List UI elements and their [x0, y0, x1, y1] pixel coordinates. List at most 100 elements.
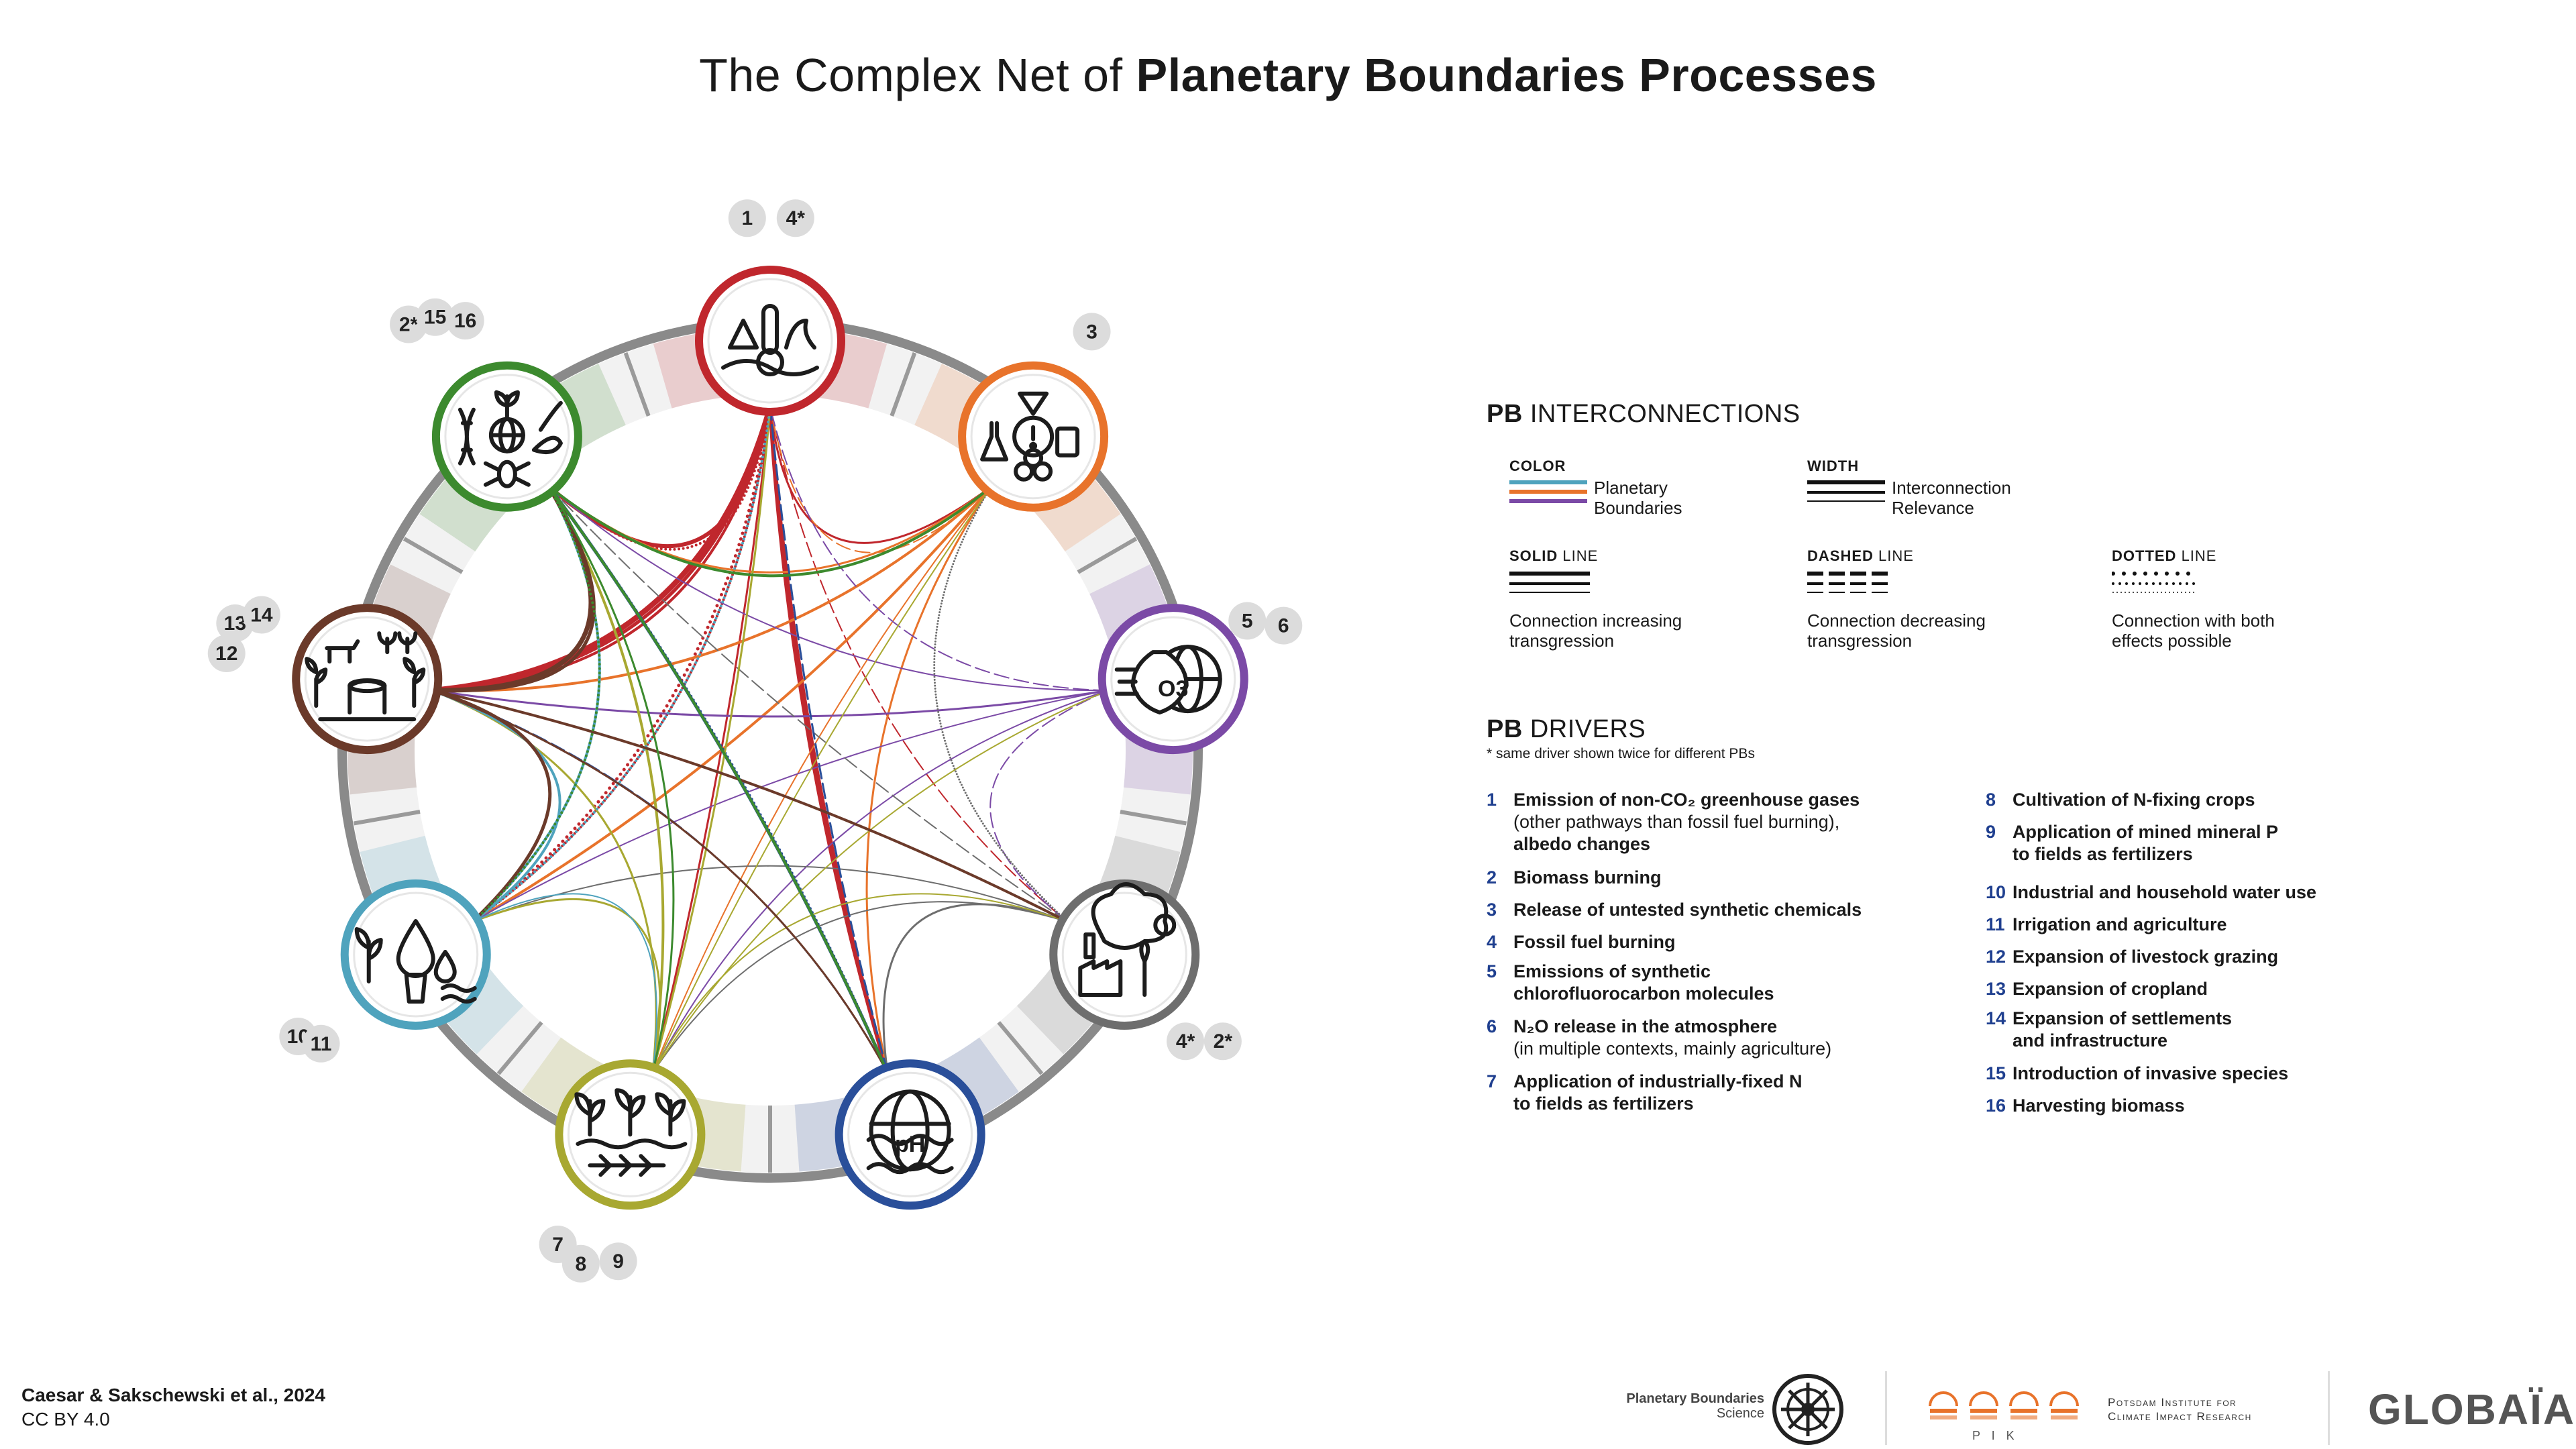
- driver-bubble: 3: [1073, 313, 1111, 351]
- page-title: The Complex Net of Planetary Boundaries …: [699, 49, 1877, 101]
- driver-item-1: 1 Emission of non-CO₂ greenhouse gases(ot…: [1487, 789, 1860, 855]
- driver-number: 6: [1487, 1016, 1497, 1036]
- width-text: Interconnection Relevance: [1892, 478, 2011, 518]
- svg-text:6: 6: [1278, 615, 1289, 637]
- connection-line: [769, 405, 889, 1074]
- driver-bubble: 13: [216, 604, 254, 643]
- dotted-caption: DOTTED LINE: [2112, 547, 2217, 564]
- biogeochemical-flows-icon: [574, 1088, 688, 1177]
- connection-line: [769, 405, 992, 544]
- connection-line: [431, 689, 1110, 718]
- connection-line: [430, 689, 1069, 923]
- connection-line: [769, 406, 1069, 922]
- connection-line: [430, 485, 596, 693]
- connection-line: [548, 486, 675, 1074]
- color-swatch: [1509, 480, 1587, 503]
- connection-line: [547, 485, 890, 1075]
- connection-line: [431, 689, 889, 1074]
- node-text: pH: [895, 1132, 925, 1157]
- driver-text: Expansion of livestock grazing: [2012, 947, 2279, 967]
- pik-logo-text: Potsdam Institute for Climate Impact Res…: [2108, 1396, 2252, 1423]
- driver-number: 13: [1986, 979, 2006, 999]
- driver-item-4: 4 Fossil fuel burning: [1487, 931, 1676, 953]
- connection-line: [651, 405, 771, 1074]
- logo-divider-2: [2328, 1371, 2330, 1445]
- connection-line: [430, 688, 552, 924]
- driver-text: Biomass burning: [1513, 867, 1662, 888]
- driver-bubble: 4*: [1167, 1022, 1205, 1061]
- driver-bubble: 2*: [1203, 1022, 1242, 1061]
- driver-number: 4: [1487, 932, 1497, 952]
- solid-text: Connection increasing transgression: [1509, 610, 1682, 651]
- driver-text: Release of untested synthetic chemicals: [1513, 900, 1862, 920]
- pb-node-ozone: 5 6O3: [1097, 602, 1303, 755]
- svg-text:11: 11: [311, 1033, 332, 1055]
- svg-text:2*: 2*: [1214, 1030, 1233, 1053]
- connection-line: [430, 405, 772, 692]
- driver-text: Introduction of invasive species: [2012, 1063, 2289, 1083]
- connection-line: [547, 405, 771, 551]
- color-caption: COLOR: [1509, 458, 1566, 474]
- svg-text:3: 3: [1086, 321, 1097, 343]
- connection-line: [472, 893, 657, 1074]
- driver-bubble: 12: [207, 635, 246, 673]
- width-swatch: [1807, 480, 1885, 502]
- connections: [429, 404, 1110, 1075]
- connection-line: [548, 486, 1110, 692]
- connection-line: [471, 485, 601, 923]
- svg-text:16: 16: [454, 310, 476, 332]
- driver-number: 7: [1487, 1071, 1497, 1091]
- svg-text:9: 9: [612, 1250, 624, 1273]
- driver-number: 2: [1487, 867, 1497, 888]
- solid-swatch: [1509, 572, 1590, 593]
- driver-number: 15: [1986, 1063, 2006, 1083]
- driver-text: Industrial and household water use: [2012, 882, 2317, 902]
- driver-number: 1: [1487, 790, 1497, 810]
- driver-text: Fossil fuel burning: [1513, 932, 1676, 952]
- connection-line: [651, 893, 1069, 1074]
- dotted-swatch: [2112, 572, 2198, 593]
- driver-text: Emission of non-CO₂ greenhouse gases(oth…: [1513, 790, 1860, 854]
- color-text: Planetary Boundaries: [1594, 478, 1682, 518]
- driver-number: 12: [1986, 947, 2006, 967]
- driver-text: Irrigation and agriculture: [2012, 914, 2227, 934]
- driver-item-11: 11 Irrigation and agriculture: [1986, 914, 2227, 936]
- node-text: O3: [1158, 676, 1188, 702]
- driver-number: 11: [1986, 914, 2005, 934]
- driver-bubble: 16: [446, 302, 484, 340]
- svg-text:5: 5: [1242, 610, 1253, 632]
- driver-item-5: 5 Emissions of synthetic chlorofluorocarb…: [1487, 961, 1774, 1005]
- citation-authors: Caesar & Sakschewski et al., 2024: [21, 1385, 325, 1405]
- driver-bubble: 14: [242, 596, 280, 634]
- svg-text:15: 15: [424, 307, 446, 329]
- driver-number: 5: [1487, 961, 1497, 981]
- dashed-text: Connection decreasing transgression: [1807, 610, 1986, 651]
- drivers-note: * same driver shown twice for different …: [1487, 746, 1755, 761]
- connection-line: [651, 405, 771, 1074]
- driver-number: 16: [1986, 1095, 2006, 1116]
- svg-text:7: 7: [552, 1234, 564, 1256]
- connection-line: [471, 405, 772, 924]
- driver-item-15: 15 Introduction of invasive species: [1986, 1063, 2288, 1085]
- driver-text: Application of mined mineral P to fields…: [2012, 822, 2279, 864]
- svg-text:14: 14: [250, 604, 273, 626]
- driver-text: Emissions of synthetic chlorofluorocarbo…: [1513, 961, 1774, 1004]
- drivers-heading: PB DRIVERS: [1487, 715, 1646, 743]
- connection-line: [651, 690, 1110, 1074]
- ocean-acidification-icon: [866, 1089, 954, 1175]
- svg-text:1: 1: [741, 207, 753, 229]
- connection-line: [429, 404, 773, 694]
- connection-line: [651, 486, 992, 1074]
- novel-entities-icon: [980, 391, 1080, 482]
- svg-text:4*: 4*: [1176, 1030, 1195, 1053]
